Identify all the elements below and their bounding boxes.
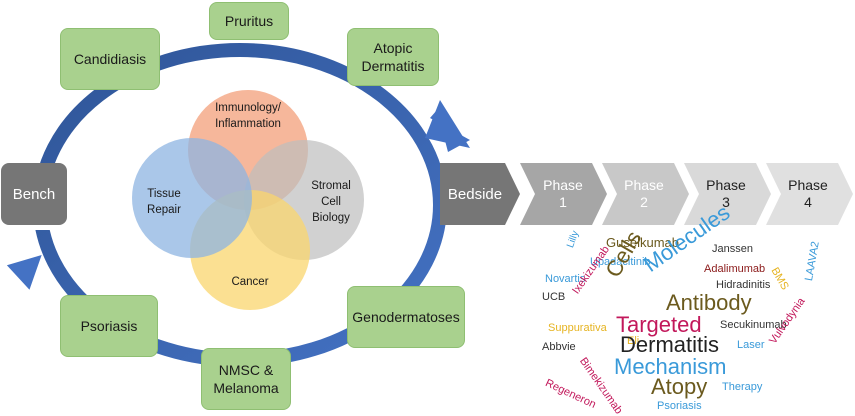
chevron-phase-4 [766,163,853,225]
chevron-phase-3 [684,163,771,225]
word-cloud-term: Abbvie [542,341,576,353]
word-cloud-term: Laser [737,339,765,351]
node-atopic-dermatitis: Atopic Dermatitis [347,28,439,86]
word-cloud-term: Atopy [651,374,708,399]
venn-label-immunology: Immunology/ Inflammation [215,102,281,130]
stage-phase-2: Phase 2 [624,177,664,210]
chevron-bedside [440,163,520,225]
word-cloud-term: Upadacitinib [590,256,651,268]
stage-phase-1: Phase 1 [543,177,583,210]
word-cloud-term: Guselkumab [606,235,679,250]
arrow-head-left-icon [6,255,42,290]
venn-label-stromal: Stromal Cell Biology [311,180,351,224]
word-cloud-term: Suppurativa [548,322,607,334]
venn-circle-tissue-repair [132,138,252,258]
word-cloud-term: Adalimumab [704,263,766,275]
word-cloud-term: Psoriasis [657,400,702,412]
node-genodermatoses: Genodermatoses [347,286,465,348]
node-candidiasis: Candidiasis [60,28,160,90]
word-cloud-term: Antibody [666,290,752,315]
word-cloud-term: Novartis [545,273,586,285]
stage-phase-4: Phase 4 [788,177,828,210]
chevron-phase-1 [520,163,607,225]
word-cloud-term: Therapy [722,381,763,393]
chevron-phase-2 [602,163,689,225]
word-cloud-term: Eli [627,335,640,347]
venn-label-cancer: Cancer [231,276,269,288]
word-cloud-term: Mechanism [614,354,727,379]
stage-bedside: Bedside [447,186,503,203]
stage-phase-3: Phase 3 [706,177,746,210]
venn-label-tissue-repair: Tissue Repair [147,188,181,216]
word-cloud-term: UCB [542,291,566,303]
node-psoriasis: Psoriasis [60,295,158,357]
node-nmsc-melanoma: NMSC & Melanoma [201,348,291,410]
arrow-head-top-right-icon [425,100,470,148]
word-cloud-term: Targeted [616,312,702,337]
word-cloud-term: Secukinumab [720,319,787,331]
word-cloud-term: Janssen [712,243,753,255]
word-cloud-term: Hidradinitis [716,279,771,291]
bench-box: Bench [1,163,67,225]
node-pruritus: Pruritus [209,2,289,40]
word-cloud-term: Dermatitis [620,332,720,357]
